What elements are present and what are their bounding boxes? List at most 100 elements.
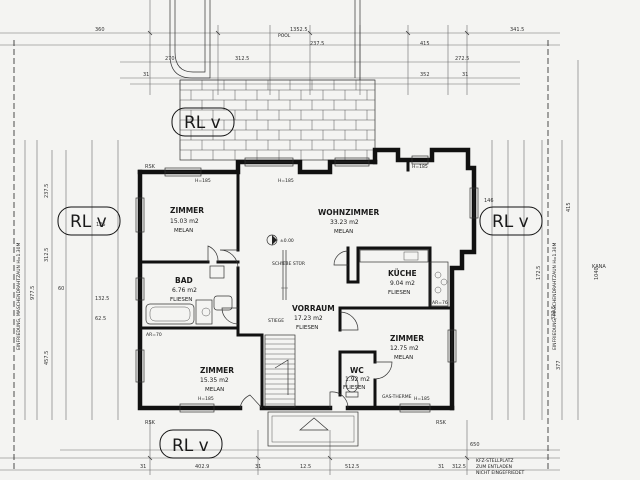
svg-text:H=185: H=185 [195, 178, 211, 184]
svg-text:RL v: RL v [172, 436, 209, 456]
svg-text:33.23 m2: 33.23 m2 [330, 219, 359, 226]
svg-text:MELAN: MELAN [394, 355, 413, 361]
svg-text:312.5: 312.5 [44, 248, 50, 262]
svg-text:12.5: 12.5 [300, 464, 311, 470]
room-wohnzimmer: WOHNZIMMER 33.23 m2 MELAN [318, 208, 379, 235]
svg-text:RL v: RL v [184, 113, 221, 133]
svg-text:9.04 m2: 9.04 m2 [390, 280, 415, 287]
svg-text:352: 352 [420, 72, 430, 78]
svg-text:360: 360 [95, 27, 105, 33]
svg-text:15.03 m2: 15.03 m2 [170, 218, 199, 225]
svg-text:BAD: BAD [175, 276, 193, 285]
section-markers: RL v RL v RL v RL v [57, 107, 543, 459]
windows [135, 155, 479, 413]
svg-text:RSK: RSK [145, 164, 156, 170]
svg-text:237.5: 237.5 [310, 41, 324, 47]
svg-text:650: 650 [470, 442, 480, 448]
svg-text:377: 377 [556, 360, 562, 370]
svg-text:31: 31 [140, 464, 146, 470]
svg-text:EINFRIEDUNG, MASCHENDRAHTZAUN: EINFRIEDUNG, MASCHENDRAHTZAUN H=1.30M [16, 243, 22, 350]
svg-text:SCHIEBE STÜR: SCHIEBE STÜR [272, 260, 305, 267]
svg-text:RL v: RL v [492, 212, 529, 232]
svg-text:KFZ-STELLPLATZ: KFZ-STELLPLATZ [476, 458, 514, 464]
svg-text:KANA: KANA [592, 264, 606, 270]
svg-text:FLIESEN: FLIESEN [343, 385, 365, 391]
svg-text:AR=70: AR=70 [146, 332, 162, 338]
section-marker-left: RL v [57, 206, 121, 236]
svg-text:H=185: H=185 [278, 178, 294, 184]
svg-text:ZIMMER: ZIMMER [390, 334, 424, 343]
svg-text:60: 60 [58, 286, 64, 292]
svg-text:12.75 m2: 12.75 m2 [390, 345, 419, 352]
interior-walls [138, 158, 454, 410]
svg-text:272.5: 272.5 [455, 56, 469, 62]
svg-text:MELAN: MELAN [174, 228, 193, 234]
room-vorraum: VORRAUM 17.23 m2 FLIESEN [292, 304, 335, 331]
svg-text:WOHNZIMMER: WOHNZIMMER [318, 208, 379, 217]
entry-canopy [267, 411, 359, 447]
dimension-lines [0, 0, 579, 475]
svg-text:EINFRIEDUNG, MASCHENDRAHTZAUN: EINFRIEDUNG, MASCHENDRAHTZAUN H=1.30M [552, 243, 558, 350]
svg-text:AR=76: AR=76 [432, 300, 448, 306]
svg-text:125: 125 [96, 222, 106, 228]
svg-text:ZUM ENTLADEN: ZUM ENTLADEN [476, 464, 512, 470]
sliding-door [281, 250, 288, 300]
svg-text:FLIESEN: FLIESEN [296, 325, 318, 331]
svg-text:146: 146 [484, 198, 494, 204]
svg-text:H=185: H=185 [414, 396, 430, 402]
svg-text:15.35 m2: 15.35 m2 [200, 377, 229, 384]
svg-text:312.5: 312.5 [235, 56, 249, 62]
svg-text:31: 31 [255, 464, 261, 470]
svg-text:415: 415 [420, 41, 430, 47]
svg-text:457.5: 457.5 [44, 351, 50, 365]
svg-text:GAS-THERME: GAS-THERME [382, 394, 412, 400]
svg-text:STIEGE: STIEGE [268, 318, 284, 324]
svg-text:FLIESEN: FLIESEN [170, 297, 192, 303]
level-marker: ±0.00 [266, 234, 294, 246]
svg-text:31: 31 [143, 72, 149, 78]
svg-text:H=185: H=185 [198, 396, 214, 402]
section-marker-bottom: RL v [159, 429, 223, 459]
svg-text:MELAN: MELAN [205, 387, 224, 393]
svg-text:ZIMMER: ZIMMER [170, 206, 204, 215]
svg-text:KÜCHE: KÜCHE [388, 269, 417, 278]
section-marker-top: RL v [171, 107, 235, 137]
room-bad: BAD 6.76 m2 FLIESEN [170, 276, 197, 303]
svg-text:RL v: RL v [70, 212, 107, 232]
svg-text:RSK: RSK [145, 420, 156, 426]
svg-text:17.23 m2: 17.23 m2 [294, 315, 323, 322]
svg-text:NICHT EINGEFRIEDET: NICHT EINGEFRIEDET [476, 470, 524, 476]
svg-text:237.5: 237.5 [44, 184, 50, 198]
svg-text:322.5: 322.5 [551, 306, 557, 320]
svg-text:31: 31 [462, 72, 468, 78]
room-zimmer-3: ZIMMER 15.35 m2 MELAN [200, 366, 234, 393]
svg-text:31: 31 [438, 464, 444, 470]
svg-text:WC: WC [350, 366, 364, 375]
dimension-labels: 360 1352.5 341.5 270 312.5 237.5 415 31 … [30, 27, 600, 470]
svg-text:341.5: 341.5 [510, 27, 524, 33]
bathroom-fixtures [145, 265, 359, 398]
svg-text:ZIMMER: ZIMMER [200, 366, 234, 375]
room-kueche: KÜCHE 9.04 m2 FLIESEN [388, 269, 417, 296]
svg-text:415: 415 [566, 202, 572, 212]
pool [169, 0, 361, 80]
svg-text:FLIESEN: FLIESEN [388, 290, 410, 296]
svg-text:1352.5: 1352.5 [290, 27, 308, 33]
svg-text:H=185: H=185 [412, 164, 428, 170]
staircase [264, 334, 296, 408]
kitchen-counter [359, 249, 449, 307]
svg-text:6.76 m2: 6.76 m2 [172, 287, 197, 294]
svg-text:1.92 m2: 1.92 m2 [345, 376, 370, 383]
svg-text:132.5: 132.5 [95, 296, 109, 302]
svg-text:POOL: POOL [278, 33, 291, 39]
room-zimmer-1: ZIMMER 15.03 m2 MELAN [170, 206, 204, 234]
svg-text:512.5: 512.5 [345, 464, 359, 470]
svg-text:VORRAUM: VORRAUM [292, 304, 335, 313]
room-labels: ZIMMER 15.03 m2 MELAN WOHNZIMMER 33.23 m… [170, 206, 424, 393]
svg-text:62.5: 62.5 [95, 316, 106, 322]
svg-text:977.5: 977.5 [30, 286, 36, 300]
svg-text:MELAN: MELAN [334, 229, 353, 235]
annotations: POOL RSK RSK RSK SCHIEBE STÜR STIEGE GAS… [16, 33, 606, 476]
svg-text:1040: 1040 [594, 267, 600, 280]
